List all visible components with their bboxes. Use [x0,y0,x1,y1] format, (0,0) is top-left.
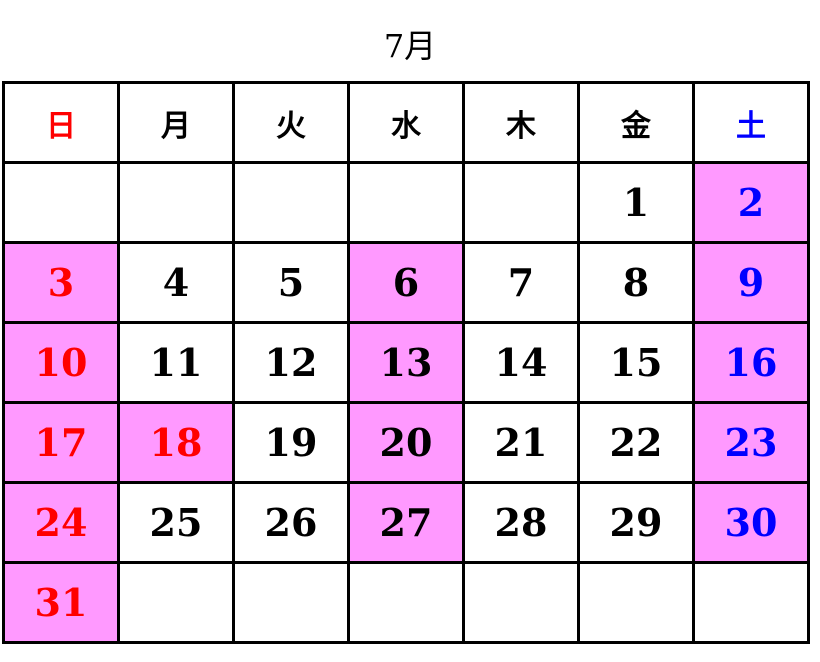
day-cell: 26 [232,481,350,564]
day-cell: 5 [232,241,350,324]
empty-day-cell [232,561,350,644]
day-cell: 31 [2,561,120,644]
day-cell: 12 [232,321,350,404]
day-cell: 3 [2,241,120,324]
empty-day-cell [692,561,810,644]
day-cell: 25 [117,481,235,564]
empty-day-cell [232,161,350,244]
day-cell: 28 [462,481,580,564]
weekday-sunday: 日 [2,81,120,164]
day-cell: 20 [347,401,465,484]
day-cell: 17 [2,401,120,484]
day-cell: 11 [117,321,235,404]
day-cell: 27 [347,481,465,564]
day-cell: 6 [347,241,465,324]
day-cell: 9 [692,241,810,324]
day-cell: 14 [462,321,580,404]
weekday-friday: 金 [577,81,695,164]
day-cell: 8 [577,241,695,324]
weekday-saturday: 土 [692,81,810,164]
week-row: 31 [2,561,810,644]
day-cell: 16 [692,321,810,404]
day-cell: 1 [577,161,695,244]
empty-day-cell [462,561,580,644]
empty-day-cell [577,561,695,644]
weekday-thursday: 木 [462,81,580,164]
empty-day-cell [462,161,580,244]
month-title: 7月 [383,27,437,65]
day-cell: 7 [462,241,580,324]
weekday-header-row: 日 月 火 水 木 金 土 [2,81,810,164]
day-cell: 2 [692,161,810,244]
empty-day-cell [347,161,465,244]
empty-day-cell [117,561,235,644]
day-cell: 22 [577,401,695,484]
weekday-wednesday: 水 [347,81,465,164]
day-cell: 15 [577,321,695,404]
empty-day-cell [117,161,235,244]
weekday-monday: 月 [117,81,235,164]
day-cell: 24 [2,481,120,564]
empty-day-cell [2,161,120,244]
day-cell: 30 [692,481,810,564]
day-cell: 10 [2,321,120,404]
day-cell: 13 [347,321,465,404]
empty-day-cell [347,561,465,644]
day-cell: 23 [692,401,810,484]
day-cell: 19 [232,401,350,484]
weekday-tuesday: 火 [232,81,350,164]
day-cell: 4 [117,241,235,324]
day-cell: 29 [577,481,695,564]
day-cell: 21 [462,401,580,484]
day-cell: 18 [117,401,235,484]
